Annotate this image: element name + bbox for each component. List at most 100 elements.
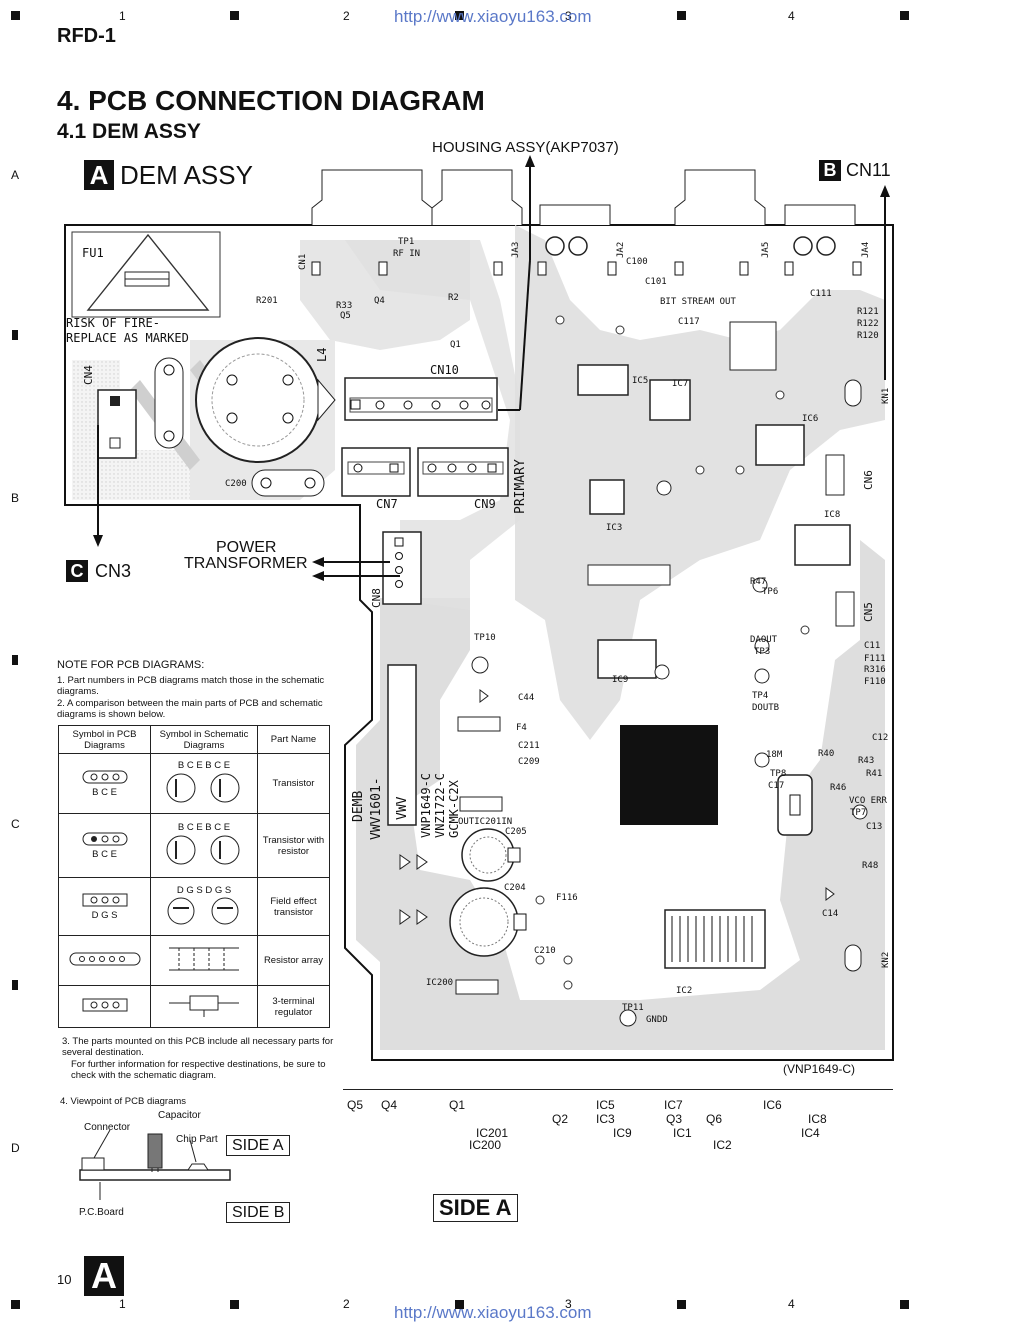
- svg-text:CN10: CN10: [430, 363, 459, 377]
- cn3-label: CN3: [95, 561, 132, 581]
- copper-area: [345, 240, 520, 610]
- chip-part-label: Chip Part: [176, 1134, 218, 1145]
- grid-col-3: 3: [565, 9, 572, 23]
- svg-text:C14: C14: [822, 909, 838, 919]
- primary-label: PRIMARY: [513, 459, 528, 514]
- svg-text:C211: C211: [518, 741, 540, 751]
- kn2: [844, 944, 862, 972]
- col-header-part: Part Name: [257, 725, 330, 754]
- svg-text:C209: C209: [518, 757, 540, 767]
- ref-divider: [343, 1089, 893, 1090]
- svg-text:C44: C44: [518, 693, 534, 703]
- tp6: [752, 577, 768, 593]
- col-header-pcb: Symbol in PCB Diagrams: [58, 725, 151, 754]
- model-name: RFD-1: [57, 25, 116, 47]
- svg-text:F111: F111: [864, 654, 886, 664]
- regulator-symbol: [169, 995, 239, 1017]
- subsection-title: 4.1 DEM ASSY: [57, 120, 201, 143]
- note-3-cont: For further information for respective d…: [71, 1059, 326, 1081]
- pcb-symbol-fet: D G S: [58, 877, 151, 936]
- svg-text:BIT STREAM OUT: BIT STREAM OUT: [660, 297, 736, 307]
- svg-text:TP4: TP4: [752, 691, 768, 701]
- svg-text:C12: C12: [872, 733, 888, 743]
- ref-ic8: IC8: [808, 1112, 827, 1126]
- fuse-area: [71, 231, 221, 318]
- svg-text:C117: C117: [678, 317, 700, 327]
- svg-text:F110: F110: [864, 677, 886, 687]
- svg-text:IC3: IC3: [606, 523, 622, 533]
- ref-ic2: IC2: [713, 1138, 732, 1152]
- ic9: [597, 639, 657, 679]
- fuse-label: FU1: [82, 246, 104, 260]
- svg-text:C11: C11: [864, 641, 880, 651]
- ref-ic5: IC5: [596, 1098, 615, 1112]
- svg-text:IC200: IC200: [426, 978, 453, 988]
- wire-arrows: [97, 162, 886, 577]
- vwv-component: [387, 664, 417, 826]
- register-mark: [900, 11, 909, 20]
- register-mark: [677, 1300, 686, 1309]
- table-row: B C E B C E B C E Transistor with resist…: [58, 813, 330, 878]
- side-a-footer: SIDE A: [433, 1194, 518, 1222]
- svg-text:R40: R40: [818, 749, 834, 759]
- sch-symbol-resistor-array: [150, 935, 258, 986]
- svg-text:TP1: TP1: [398, 237, 414, 247]
- ref-ic6: IC6: [763, 1098, 782, 1112]
- ref-q4: Q4: [381, 1098, 398, 1112]
- register-mark: [455, 11, 464, 20]
- pcb-symbol-transistor: B C E: [58, 753, 151, 814]
- fuse-warning-1: RISK OF FIRE-: [66, 316, 160, 330]
- svg-text:C100: C100: [626, 257, 648, 267]
- ref-q2: Q2: [552, 1112, 569, 1126]
- svg-text:IC7: IC7: [672, 379, 688, 389]
- ic1: [620, 725, 718, 825]
- ref-q1: Q1: [449, 1098, 466, 1112]
- register-mark: [900, 1300, 909, 1309]
- svg-text:R121: R121: [857, 307, 879, 317]
- tp11: [619, 1009, 637, 1027]
- svg-text:R201: R201: [256, 296, 278, 306]
- vwv-label: VWV1601-: [369, 777, 384, 840]
- svg-text:TP3: TP3: [754, 647, 770, 657]
- sch-pins: B C E B C E: [177, 759, 231, 771]
- tp8: [754, 752, 770, 768]
- notes-heading: NOTE FOR PCB DIAGRAMS:: [57, 659, 205, 671]
- board-code-3: GCMK-C2X: [447, 779, 461, 838]
- svg-text:KN2: KN2: [881, 952, 891, 968]
- pcb-symbol-resistor-array: [58, 935, 151, 986]
- viewpoint-illustration: [79, 1129, 231, 1200]
- kn1: [844, 379, 862, 407]
- grid-row-c: C: [11, 817, 20, 831]
- side-a-box: SIDE A: [226, 1135, 290, 1156]
- svg-text:VCO ERR: VCO ERR: [849, 796, 888, 806]
- sch-symbol-transistor-resistor: B C E B C E: [150, 813, 258, 878]
- assy-letter-badge: A: [84, 160, 114, 190]
- resistor-array-symbol: [169, 947, 239, 971]
- ic6: [755, 424, 805, 466]
- grid-col-2-bottom: 2: [343, 1297, 350, 1311]
- jack-pins: [311, 261, 862, 276]
- grid-col-4: 4: [788, 9, 795, 23]
- housing-label: HOUSING ASSY(AKP7037): [432, 139, 619, 156]
- fet-symbol: [167, 897, 239, 924]
- sch-symbol-fet: D G S D G S: [150, 877, 258, 936]
- svg-text:CN8: CN8: [370, 588, 383, 608]
- cn5: [835, 591, 855, 627]
- vwv-short: VWV: [395, 796, 410, 820]
- svg-text:CN1: CN1: [298, 254, 308, 270]
- side-mark: [12, 980, 18, 990]
- svg-text:18M: 18M: [766, 750, 783, 760]
- board-code-2: VNZ1722-C: [433, 773, 447, 838]
- transistor-symbol: [166, 773, 240, 802]
- grid-row-a: A: [11, 168, 20, 182]
- grid-row-b: B: [11, 491, 20, 505]
- sch-symbol-regulator: [150, 985, 258, 1028]
- symbol-table: Symbol in PCB Diagrams Symbol in Schemat…: [58, 725, 330, 1028]
- svg-text:L4: L4: [315, 348, 329, 362]
- cn3-letter-badge: C: [66, 560, 88, 582]
- svg-text:R122: R122: [857, 319, 879, 329]
- table-row: B C E B C E B C E Transistor: [58, 753, 330, 814]
- tp2: [656, 480, 672, 496]
- svg-text:R47: R47: [750, 577, 766, 587]
- svg-text:C210: C210: [534, 946, 556, 956]
